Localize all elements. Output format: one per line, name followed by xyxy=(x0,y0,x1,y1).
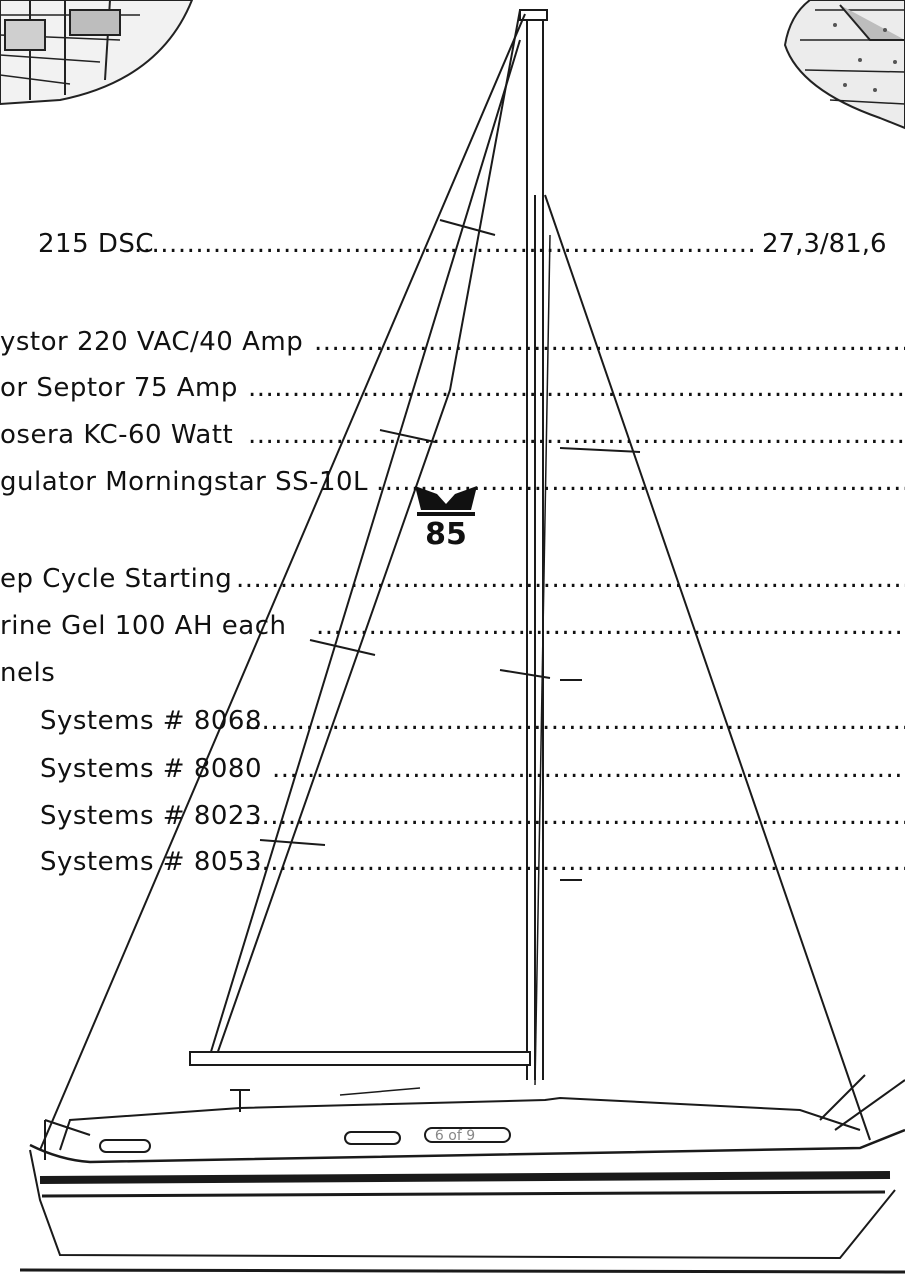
emblem-number: 85 xyxy=(425,517,467,552)
entry-line-battery-house: rine Gel 100 AH each ...................… xyxy=(0,610,905,642)
entry-line-vhf: 215 DSC ................................… xyxy=(0,228,905,260)
deck-plan-left-icon xyxy=(0,0,194,106)
entry-label: rine Gel 100 AH each xyxy=(0,611,287,641)
entry-line-charger: ystor 220 VAC/40 Amp ...................… xyxy=(0,326,905,358)
entry-line-8023: Systems # 8023 .........................… xyxy=(0,800,905,832)
entry-label: 215 DSC xyxy=(38,229,155,259)
entry-label: Systems # 8068 xyxy=(40,706,262,736)
entry-label: Systems # 8080 xyxy=(40,754,262,784)
entry-label: ystor 220 VAC/40 Amp xyxy=(0,327,304,357)
entry-line-regulator: gulator Morningstar SS-10L .............… xyxy=(0,466,905,498)
leader-dots: ........................................… xyxy=(244,706,905,736)
entry-value: 27,3/81,6 xyxy=(762,229,887,259)
entry-label: Systems # 8053 xyxy=(40,847,262,877)
entry-line-8080: Systems # 8080 .........................… xyxy=(0,753,905,785)
leader-dots: ........................................… xyxy=(134,229,758,259)
deck-plan-right-icon xyxy=(783,0,905,130)
entry-line-8068: Systems # 8068 .........................… xyxy=(0,705,905,737)
entry-label: or Septor 75 Amp xyxy=(0,373,238,403)
entry-line-alternator: or Septor 75 Amp .......................… xyxy=(0,372,905,404)
leader-dots: ........................................… xyxy=(244,801,905,831)
leader-dots: ........................................… xyxy=(236,564,905,594)
entry-line-solar: osera KC-60 Watt .......................… xyxy=(0,419,905,451)
entry-label: nels xyxy=(0,658,56,688)
leader-dots: ........................................… xyxy=(244,847,905,877)
class-emblem: 85 xyxy=(413,480,479,550)
sail-plan xyxy=(19,9,905,1274)
entry-line-panels: nels xyxy=(0,657,905,689)
entry-label: Systems # 8023 xyxy=(40,801,262,831)
page-number: 6 of 9 xyxy=(434,1128,476,1144)
entry-label: ep Cycle Starting xyxy=(0,564,233,594)
leader-dots: ........................................… xyxy=(272,754,905,784)
entry-line-8053: Systems # 8053 .........................… xyxy=(0,846,905,878)
leader-dots: ........................................… xyxy=(248,373,905,403)
leader-dots: ........................................… xyxy=(248,420,905,450)
entry-label: gulator Morningstar SS-10L xyxy=(0,467,369,497)
entry-label: osera KC-60 Watt xyxy=(0,420,234,450)
leader-dots: ........................................… xyxy=(316,611,905,641)
entry-line-battery-start: ep Cycle Starting ......................… xyxy=(0,563,905,595)
leader-dots: ........................................… xyxy=(314,327,905,357)
emblem-icon xyxy=(415,486,477,516)
